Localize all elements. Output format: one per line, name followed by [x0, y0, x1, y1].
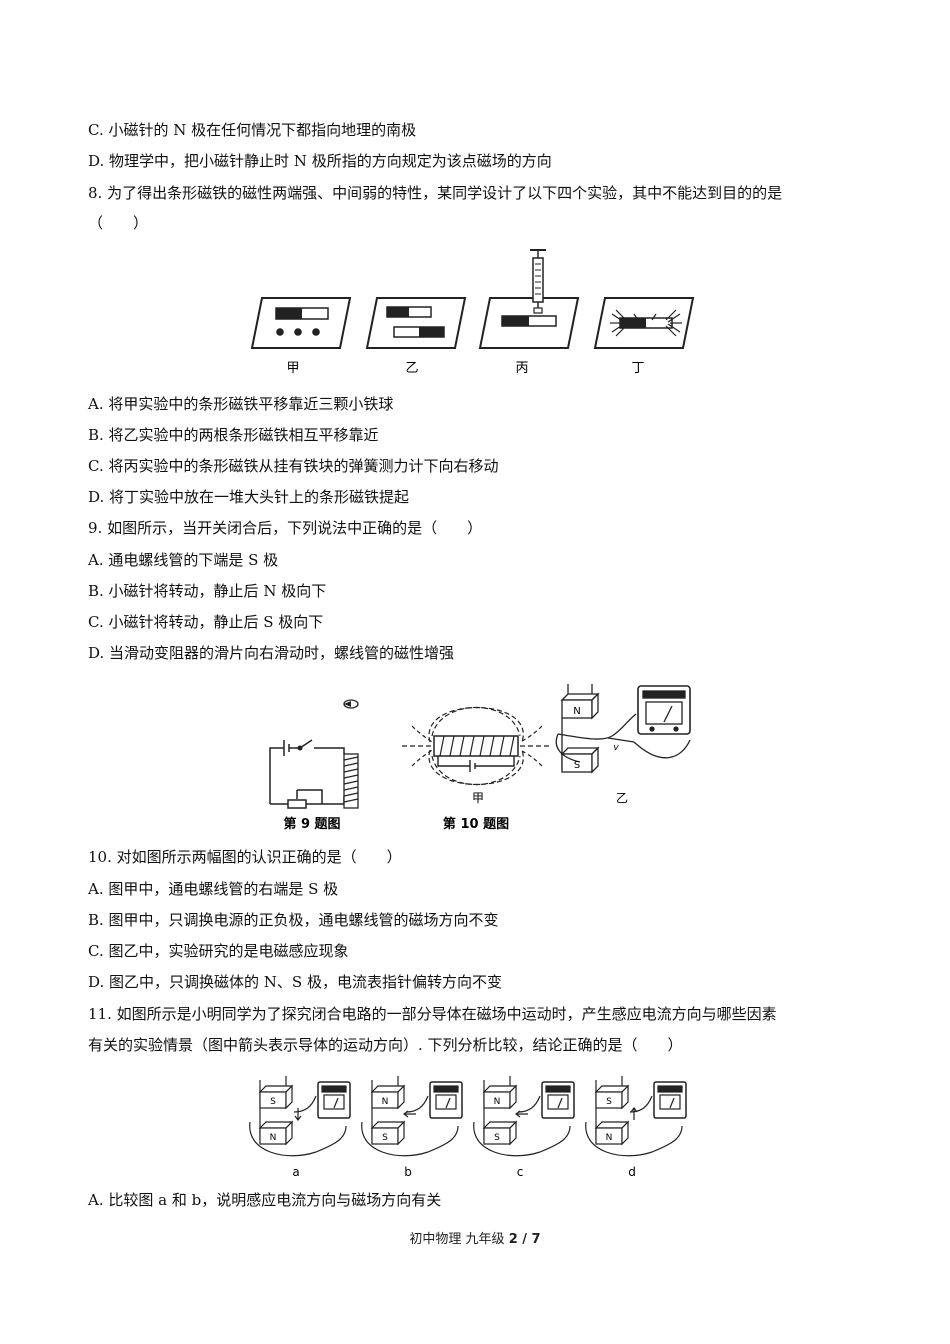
- q9-option-a: A. 通电螺线管的下端是 S 极: [88, 551, 279, 569]
- q10-option-c: C. 图乙中，实验研究的是电磁感应现象: [88, 942, 349, 960]
- q11-magnet-bottom-c: S: [494, 1133, 500, 1143]
- q11-panel-b: [361, 1076, 463, 1157]
- q11-figure: S Na N Sb N Sc: [249, 1076, 687, 1179]
- page-footer: 初中物理 九年级 2 / 7: [0, 1228, 950, 1247]
- q11-magnet-top-c: N: [494, 1097, 501, 1107]
- q10-magnet-s: S: [574, 760, 580, 771]
- q8-fig-yi: [365, 297, 467, 349]
- q11-panel-c: [473, 1076, 575, 1157]
- q8-label-bing: 丙: [515, 361, 528, 376]
- q10-option-d: D. 图乙中，只调换磁体的 N、S 极，电流表指针偏转方向不变: [88, 973, 502, 991]
- q9-stem: 9. 如图所示，当开关闭合后，下列说法中正确的是（ ）: [88, 519, 483, 537]
- q10-fig-yi: [555, 684, 691, 774]
- q11-option-a: A. 比较图 a 和 b，说明感应电流方向与磁场方向有关: [88, 1191, 442, 1209]
- q8-label-jia: 甲: [286, 361, 299, 376]
- q8-answer-bracket: （ ）: [88, 214, 149, 232]
- q9-caption: 第 9 题图: [283, 816, 340, 832]
- q10-option-b: B. 图甲中，只调换电源的正负极，通电螺线管的磁场方向不变: [88, 911, 499, 929]
- q8-label-ding: 丁: [631, 361, 644, 376]
- q10-stem: 10. 对如图所示两幅图的认识正确的是（ ）: [88, 848, 402, 866]
- q8-option-a: A. 将甲实验中的条形磁铁平移靠近三颗小铁球: [88, 395, 394, 413]
- q8-fig-ding: [593, 297, 695, 349]
- q11-magnet-top-b: N: [382, 1097, 389, 1107]
- q11-magnet-top-d: S: [606, 1097, 612, 1107]
- q11-motion-arrow-d: [630, 1107, 638, 1120]
- q11-magnet-top-a: S: [270, 1097, 276, 1107]
- q8-fig-bing: [478, 249, 580, 349]
- q10-velocity-label: v: [613, 743, 619, 753]
- q8-label-yi: 乙: [405, 361, 418, 376]
- q10-label-yi: 乙: [616, 791, 628, 805]
- q9-option-c: C. 小磁针将转动，静止后 S 极向下: [88, 613, 324, 631]
- q9-option-d: D. 当滑动变阻器的滑片向右滑动时，螺线管的磁性增强: [88, 644, 455, 662]
- q11-motion-arrow-a: [294, 1108, 302, 1121]
- q11-panel-a: [249, 1076, 351, 1157]
- q10-magnet-n: N: [573, 706, 580, 717]
- q8-figure: 甲 乙 丙 丁: [250, 249, 695, 376]
- q11-magnet-bottom-d: N: [606, 1133, 613, 1143]
- footer-subject: 初中物理 九年级: [409, 1232, 509, 1247]
- q11-label-b: b: [404, 1165, 412, 1179]
- q8-option-b: B. 将乙实验中的两根条形磁铁相互平移靠近: [88, 426, 379, 444]
- q11-magnet-bottom-a: N: [270, 1133, 277, 1143]
- q8-option-d: D. 将丁实验中放在一堆大头针上的条形磁铁提起: [88, 488, 410, 506]
- q9-q10-figure: 第 9 题图 第 10 题图 甲: [269, 684, 691, 832]
- q11-stem-2: 有关的实验情景（图中箭头表示导体的运动方向）. 下列分析比较，结论正确的是（ ）: [88, 1036, 683, 1054]
- q10-label-jia: 甲: [472, 791, 484, 805]
- q8-option-c: C. 将丙实验中的条形磁铁从挂有铁块的弹簧测力计下向右移动: [88, 457, 499, 475]
- q11-motion-arrow-b: [403, 1110, 416, 1118]
- q10-fig-jia: [402, 707, 552, 785]
- q10-option-a: A. 图甲中，通电螺线管的右端是 S 极: [88, 880, 339, 898]
- q9-solenoid: [343, 753, 359, 809]
- q7-option-c: C. 小磁针的 N 极在任何情况下都指向地理的南极: [88, 121, 417, 139]
- q11-label-d: d: [628, 1165, 636, 1179]
- q11-motion-arrow-c: [515, 1110, 528, 1118]
- q9-circuit: [269, 739, 345, 809]
- q11-magnet-bottom-b: S: [382, 1133, 388, 1143]
- q11-stem-1: 11. 如图所示是小明同学为了探究闭合电路的一部分导体在磁场中运动时，产生感应电…: [88, 1005, 777, 1023]
- q10-caption: 第 10 题图: [443, 816, 509, 832]
- q11-label-c: c: [517, 1165, 524, 1179]
- q8-stem: 8. 为了得出条形磁铁的磁性两端强、中间弱的特性，某同学设计了以下四个实验，其中…: [88, 184, 783, 202]
- q9-option-b: B. 小磁针将转动，静止后 N 极向下: [88, 582, 327, 600]
- q11-panel-d: [585, 1076, 687, 1157]
- q11-label-a: a: [292, 1165, 299, 1179]
- q8-fig-jia: [250, 297, 352, 349]
- q7-option-d: D. 物理学中，把小磁针静止时 N 极所指的方向规定为该点磁场的方向: [88, 152, 552, 170]
- q9-compass-needle: [343, 699, 359, 709]
- footer-page-number: 2 / 7: [508, 1232, 541, 1247]
